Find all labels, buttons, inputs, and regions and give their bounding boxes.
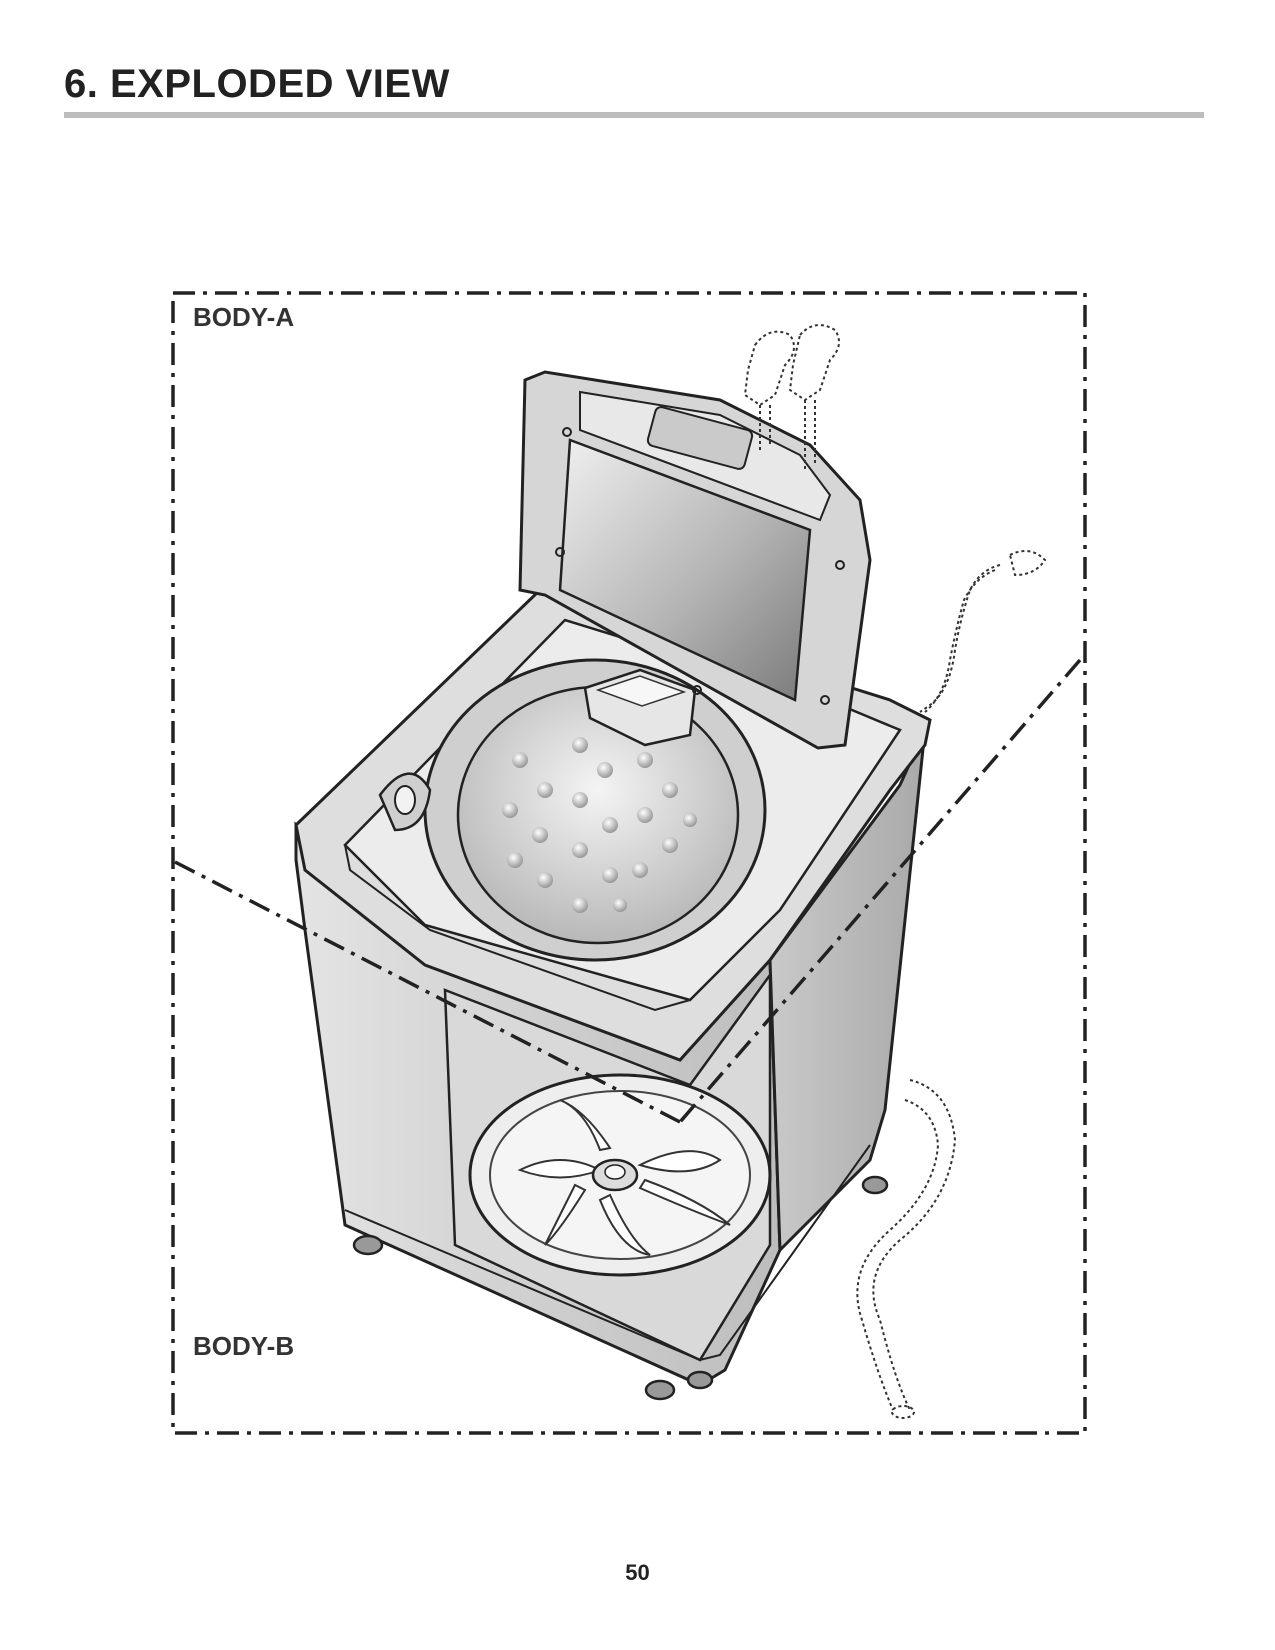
top-cover [294,588,932,1062]
inlet-hoses [743,324,840,470]
body-boundary [171,291,1087,1435]
foot-front [644,1379,676,1401]
lid-glass [558,438,812,702]
power-cord [919,550,1047,713]
detergent-dispenser [583,668,697,747]
section-divider-lines [174,658,1082,1124]
section-label-body-b: BODY-B [193,1331,294,1361]
page-number: 50 [625,1560,650,1585]
foot-left [352,1234,384,1256]
section-label-body-a: BODY-A [193,302,294,332]
lid [518,370,872,750]
foot-mid [686,1370,714,1390]
title-rule [64,112,1204,118]
drain-hose [856,1079,957,1419]
cutaway-tub [443,971,772,1362]
foot-right [861,1175,889,1195]
page-title: 6. EXPLODED VIEW [64,62,450,106]
drum-perforations [502,737,697,913]
pulsator [468,1073,772,1277]
